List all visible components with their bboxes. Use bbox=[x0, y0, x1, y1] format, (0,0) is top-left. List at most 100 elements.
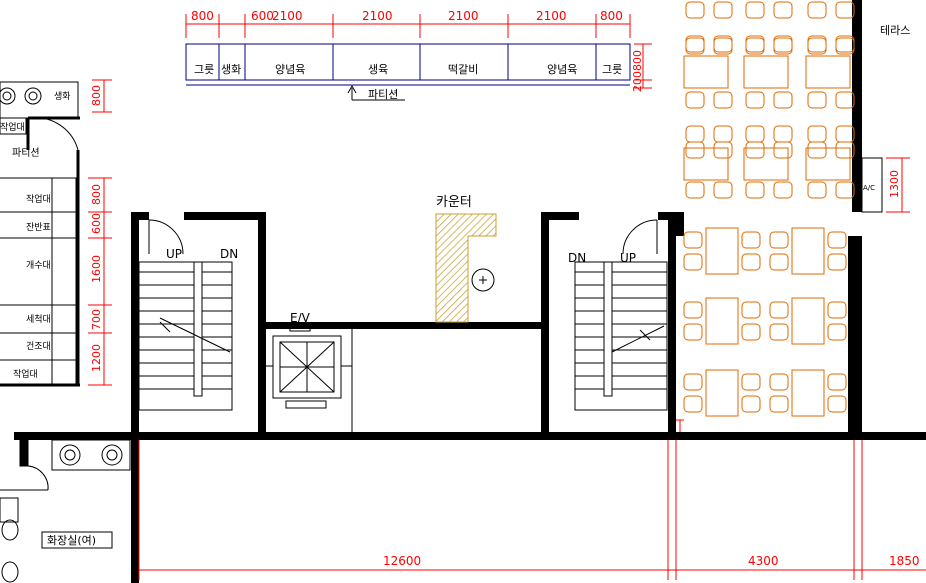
chair bbox=[835, 91, 855, 109]
dining-table bbox=[705, 227, 739, 275]
bottom-dim-3: 1850 bbox=[889, 554, 920, 568]
chair bbox=[713, 141, 733, 159]
chair bbox=[713, 125, 733, 143]
showcase-right-dim bbox=[634, 43, 652, 89]
chair bbox=[827, 231, 847, 249]
dining-table bbox=[791, 369, 825, 417]
showcase bbox=[185, 43, 631, 86]
chair bbox=[745, 181, 765, 199]
chair bbox=[835, 125, 855, 143]
elevator bbox=[266, 325, 353, 432]
top-dim-6: 2100 bbox=[536, 9, 567, 23]
chair bbox=[745, 35, 765, 53]
left-dim-3: 600 bbox=[90, 213, 103, 234]
chair bbox=[827, 301, 847, 319]
showcase-cell-2: 생화 bbox=[221, 63, 241, 76]
counter-label: 카운터 bbox=[436, 195, 472, 210]
stair-right bbox=[574, 261, 668, 411]
stair-doors bbox=[148, 219, 658, 255]
elevator-label: E/V bbox=[290, 311, 311, 325]
chair bbox=[713, 181, 733, 199]
dining-table bbox=[791, 297, 825, 345]
stair-left-up: UP bbox=[166, 247, 182, 261]
showcase-cell-3: 양념육 bbox=[275, 63, 305, 76]
left-label-6: 건조대 bbox=[26, 341, 51, 352]
partition-leader bbox=[347, 84, 405, 101]
dining-table bbox=[683, 147, 729, 181]
showcase-cell-4: 생육 bbox=[368, 63, 388, 76]
chair bbox=[685, 1, 705, 19]
bottom-dim-1: 12600 bbox=[383, 554, 421, 568]
left-partition-label: 파티션 bbox=[12, 147, 40, 159]
chair bbox=[827, 253, 847, 271]
chair bbox=[741, 301, 761, 319]
chair bbox=[683, 301, 703, 319]
showcase-cell-6: 양념육 bbox=[547, 63, 577, 76]
left-small-label: 생화 bbox=[54, 91, 71, 102]
chair bbox=[773, 181, 793, 199]
chair bbox=[741, 253, 761, 271]
dining-table bbox=[705, 297, 739, 345]
chair bbox=[773, 35, 793, 53]
dining-table bbox=[683, 55, 729, 89]
ac-unit bbox=[861, 157, 883, 213]
left-burners bbox=[0, 87, 42, 105]
restroom bbox=[0, 439, 131, 583]
counter-stool bbox=[471, 268, 495, 292]
stair-left-dn: DN bbox=[220, 247, 238, 261]
chair bbox=[685, 125, 705, 143]
chair bbox=[769, 323, 789, 341]
left-dimension bbox=[88, 79, 112, 386]
left-label-3: 잔반표 bbox=[26, 222, 51, 233]
left-kitchen bbox=[0, 81, 80, 387]
chair bbox=[835, 141, 855, 159]
terrace-label: 테라스 bbox=[880, 24, 910, 37]
showcase-cell-7: 그릇 bbox=[602, 63, 622, 76]
showcase-cell-1: 그릇 bbox=[194, 63, 214, 76]
chair bbox=[769, 373, 789, 391]
left-dim-1: 800 bbox=[90, 85, 103, 106]
chair bbox=[741, 323, 761, 341]
chair bbox=[685, 91, 705, 109]
chair bbox=[745, 125, 765, 143]
top-dim-2: 600 bbox=[251, 9, 274, 23]
chair bbox=[745, 91, 765, 109]
chair bbox=[827, 323, 847, 341]
counter bbox=[435, 213, 497, 323]
chair bbox=[683, 231, 703, 249]
top-dim-4: 2100 bbox=[362, 9, 393, 23]
chair bbox=[807, 181, 827, 199]
showcase-right-dim-label: 200800 bbox=[631, 50, 644, 92]
top-dim-3: 2100 bbox=[272, 9, 303, 23]
left-label-4: 개수대 bbox=[26, 260, 51, 271]
chair bbox=[835, 35, 855, 53]
chair bbox=[807, 35, 827, 53]
chair bbox=[713, 35, 733, 53]
dining-table bbox=[805, 147, 851, 181]
chair bbox=[827, 395, 847, 413]
chair bbox=[807, 125, 827, 143]
chair bbox=[773, 125, 793, 143]
left-dim-2: 800 bbox=[90, 184, 103, 205]
dining-table bbox=[743, 55, 789, 89]
top-dim-5: 2100 bbox=[448, 9, 479, 23]
chair bbox=[807, 1, 827, 19]
chair bbox=[685, 181, 705, 199]
left-dim-5: 700 bbox=[90, 309, 103, 330]
chair bbox=[745, 1, 765, 19]
chair bbox=[683, 373, 703, 391]
top-dim-1: 800 bbox=[191, 9, 214, 23]
chair bbox=[745, 141, 765, 159]
bottom-dim-2: 4300 bbox=[748, 554, 779, 568]
chair bbox=[773, 141, 793, 159]
chair bbox=[685, 141, 705, 159]
chair bbox=[741, 373, 761, 391]
left-label-7: 작업대 bbox=[13, 369, 38, 380]
chair bbox=[773, 1, 793, 19]
chair bbox=[769, 231, 789, 249]
stair-left bbox=[138, 261, 233, 411]
ac-dimension bbox=[886, 157, 910, 213]
dining-furniture bbox=[683, 1, 855, 417]
dining-table bbox=[743, 147, 789, 181]
